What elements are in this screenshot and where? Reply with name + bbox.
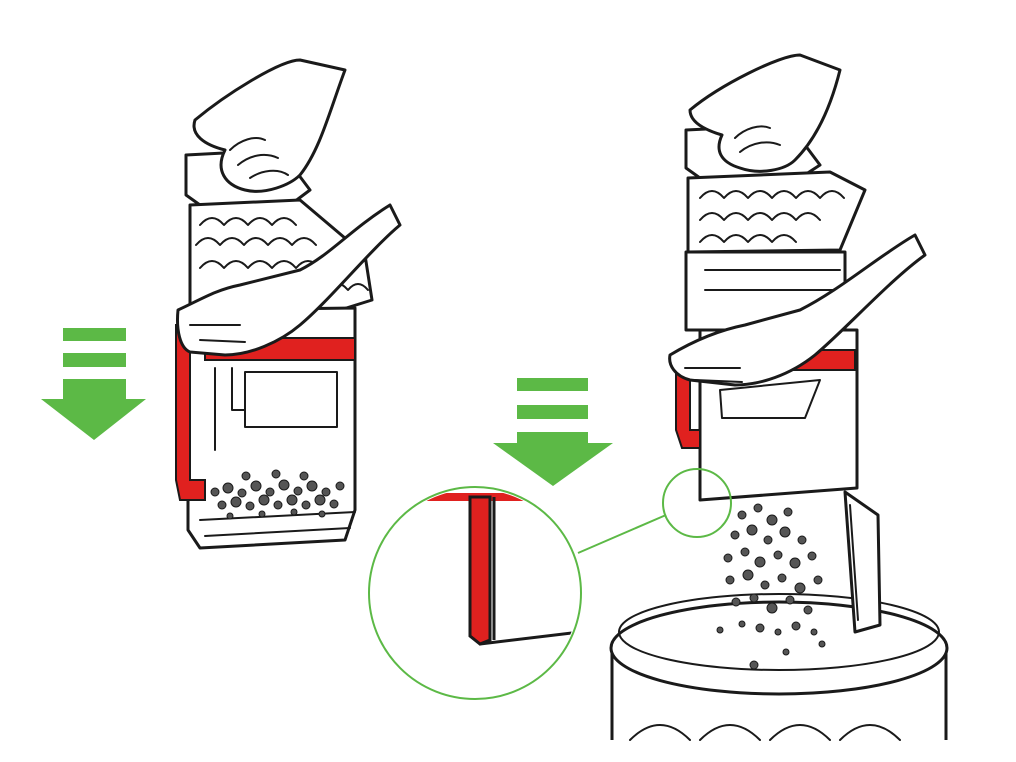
- vacuum-bin-right: [609, 53, 949, 741]
- down-arrow-icon: [41, 328, 146, 440]
- vacuum-bin-left: [175, 58, 402, 550]
- down-arrow-icon: [493, 378, 613, 486]
